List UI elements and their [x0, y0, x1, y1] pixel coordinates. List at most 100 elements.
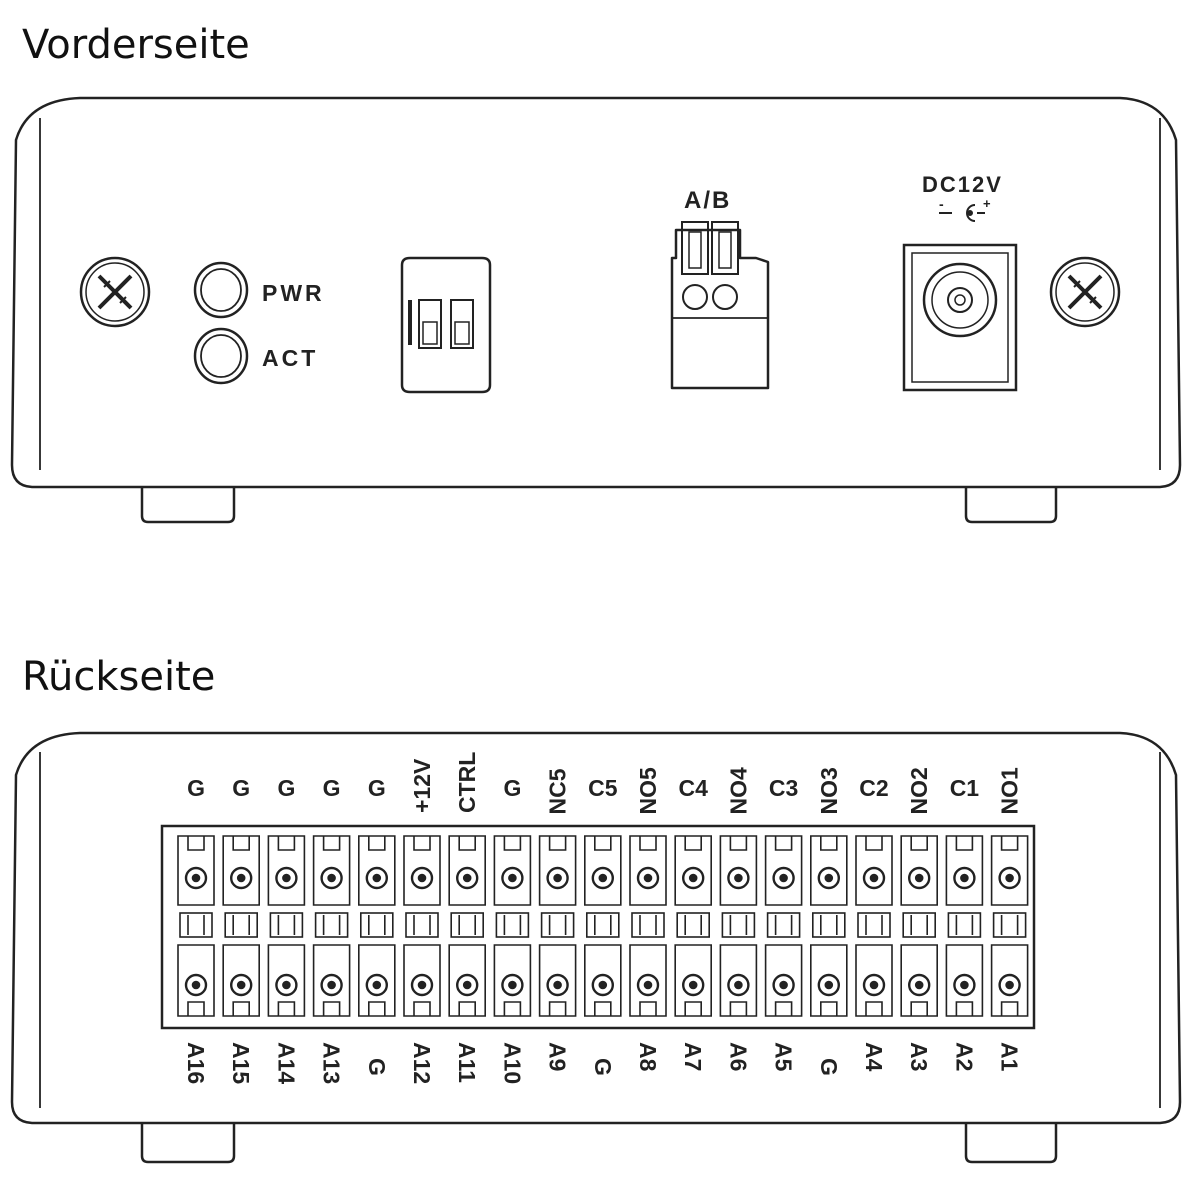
terminal-screw-icon — [772, 866, 795, 890]
terminal-screw-center — [1005, 873, 1014, 883]
terminal-latch — [368, 836, 386, 851]
terminal-label-bottom: A9 — [545, 1042, 571, 1071]
terminal-column — [764, 835, 803, 1017]
terminal-screw-icon — [365, 866, 388, 890]
terminal-release — [359, 912, 394, 938]
terminal-screw-icon — [184, 866, 208, 890]
terminal-column — [312, 835, 351, 1017]
terminal-screw-icon — [772, 973, 795, 997]
terminal-release-slots — [774, 915, 793, 935]
terminal-cell — [222, 835, 260, 906]
foot-icon — [964, 480, 1058, 524]
terminal-cell — [177, 944, 215, 1017]
terminal-screw-center — [417, 980, 427, 990]
terminal-cell — [312, 944, 351, 1017]
front-housing — [10, 96, 1182, 489]
terminal-release-slots — [820, 915, 838, 935]
terminal-latch — [774, 836, 793, 851]
terminal-release — [721, 912, 756, 938]
terminal-latch — [503, 1001, 522, 1016]
terminal-release — [224, 912, 258, 938]
terminal-column — [493, 835, 532, 1017]
terminal-screw-icon — [591, 866, 614, 890]
terminal-cell — [358, 835, 396, 906]
terminal-label-bottom: A4 — [861, 1042, 887, 1072]
terminal-release — [540, 912, 575, 938]
terminal-screw-icon — [636, 866, 660, 890]
terminal-latch — [187, 836, 205, 851]
terminal-screw-icon — [320, 866, 343, 890]
terminal-screw-center — [462, 980, 472, 990]
terminal-screw-icon — [410, 973, 434, 997]
terminal-column — [538, 835, 577, 1017]
terminal-screw-icon — [953, 973, 976, 997]
terminal-latch — [639, 836, 657, 851]
terminal-label-bottom: A11 — [454, 1042, 480, 1083]
led-label-pwr: PWR — [262, 280, 325, 306]
terminal-latch — [820, 836, 838, 851]
terminal-release — [631, 912, 665, 938]
terminal-screw-icon — [275, 973, 298, 997]
terminal-screw-center — [598, 980, 608, 990]
terminal-cell — [674, 944, 712, 1017]
terminal-screw-center — [824, 980, 834, 990]
terminal-label-bottom: A2 — [951, 1042, 977, 1071]
terminal-cell — [403, 835, 441, 906]
terminal-screw-icon — [501, 973, 524, 997]
terminal-label-top: G — [232, 775, 250, 801]
terminal-screw-icon — [501, 866, 524, 890]
terminal-cell — [403, 944, 441, 1017]
terminal-cell — [674, 835, 712, 906]
terminal-label-bottom: A14 — [273, 1042, 299, 1084]
led-icon — [193, 261, 249, 319]
terminal-screw-icon — [817, 866, 840, 890]
terminal-screw-center — [688, 980, 698, 990]
terminal-label-bottom: A3 — [906, 1042, 932, 1071]
front-view-title: Vorderseite — [22, 22, 250, 68]
terminal-latch — [187, 1001, 205, 1016]
terminal-screw-icon — [862, 973, 886, 997]
terminal-column — [990, 835, 1029, 1017]
terminal-screw-center — [282, 980, 291, 990]
terminal-cell — [629, 944, 667, 1017]
terminal-screw-center — [191, 873, 201, 883]
terminal-column — [177, 835, 215, 1017]
terminal-label-bottom: A8 — [635, 1042, 661, 1072]
terminal-release-slots — [277, 915, 296, 935]
terminal-latch — [594, 1001, 612, 1016]
terminal-screw-center — [643, 980, 653, 990]
led-icon — [193, 327, 249, 385]
terminal-screw-center — [372, 980, 382, 990]
terminal-release-slots — [368, 915, 386, 935]
terminal-release-slots — [413, 915, 431, 935]
terminal-screw-center — [417, 873, 427, 883]
terminal-label-bottom: A1 — [997, 1042, 1023, 1072]
terminal-screw-center — [869, 980, 879, 990]
terminal-latch — [503, 836, 522, 851]
foot-icon — [964, 1120, 1058, 1164]
terminal-label-bottom: A16 — [183, 1042, 209, 1084]
terminal-screw-icon — [229, 973, 253, 997]
terminal-screw-center — [462, 873, 472, 883]
dip-switch-icon — [400, 256, 492, 394]
terminal-column — [584, 835, 622, 1017]
terminal-latch — [458, 1001, 476, 1016]
terminal-latch — [684, 836, 702, 851]
screw-icon — [1049, 256, 1121, 328]
terminal-release — [585, 912, 620, 938]
terminal-column — [222, 835, 260, 1017]
terminal-screw-center — [643, 873, 653, 883]
terminal-latch — [548, 836, 567, 851]
terminal-screw-icon — [456, 973, 479, 997]
dc-jack-icon — [902, 243, 1018, 392]
terminal-latch — [232, 1001, 250, 1016]
terminal-label-top: NO5 — [635, 767, 661, 815]
terminal-label-bottom: A13 — [319, 1042, 345, 1084]
rear-housing-inner-edge — [39, 752, 1161, 1108]
terminal-latch — [594, 836, 612, 851]
terminal-screw-center — [191, 980, 201, 990]
terminal-column — [674, 835, 712, 1017]
terminal-screw-center — [553, 980, 562, 990]
terminal-cell — [358, 944, 396, 1017]
terminal-label-top: NO2 — [906, 767, 932, 814]
